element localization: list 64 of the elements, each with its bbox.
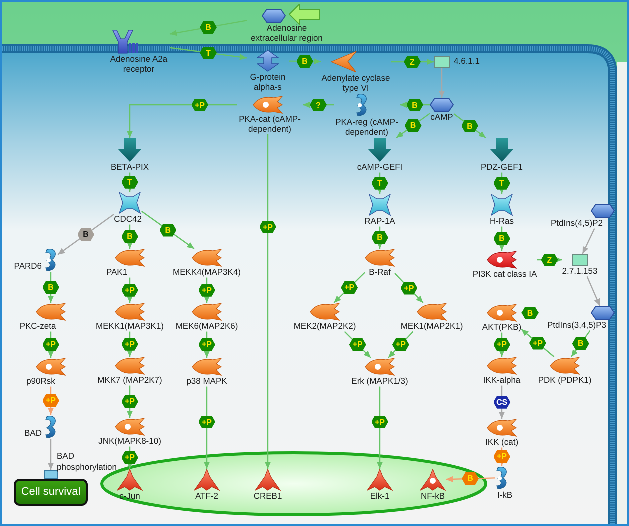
node-label: MEK6(MAP2K6) xyxy=(176,322,238,332)
arrow xyxy=(376,226,384,249)
node-label: p90Rsk xyxy=(26,377,56,387)
node-label: AKT(PKB) xyxy=(482,323,522,333)
arrow xyxy=(586,276,601,306)
arrow xyxy=(438,68,446,98)
arrow xyxy=(394,273,424,304)
node-label: RAP-1A xyxy=(364,217,396,227)
arrow xyxy=(170,20,248,36)
node-label: c-Jun xyxy=(120,492,140,502)
arrow xyxy=(303,102,334,108)
node-caption: BAD phosphorylation xyxy=(57,451,117,474)
arrow xyxy=(58,214,114,256)
node-label: PAK1 xyxy=(106,268,128,278)
node-label: JNK(MAPK8-10) xyxy=(98,437,162,447)
arrow xyxy=(170,47,248,60)
node-label: ATF-2 xyxy=(196,492,218,502)
node-label: p38 MAPK xyxy=(186,377,228,387)
node-label: Adenosine A2a receptor xyxy=(109,55,169,75)
arrow xyxy=(126,104,237,138)
arrow xyxy=(204,386,210,469)
node-label: G-protein alpha-s xyxy=(249,73,287,93)
node-label: Elk-1 xyxy=(370,492,390,502)
arrow xyxy=(48,439,54,470)
node-label: PDK (PDPK1) xyxy=(538,376,592,386)
arrow xyxy=(498,386,506,419)
node-label: PKC-zeta xyxy=(20,322,56,332)
node-label: Adenosine extracellular region xyxy=(250,24,324,44)
node-label: Adenylate cyclase type VI xyxy=(321,74,391,94)
outcome-box: Cell survival xyxy=(14,479,88,506)
arrow xyxy=(521,329,555,358)
node-label: PtdIns(4,5)P2 xyxy=(551,219,603,229)
node-label: BETA-PIX xyxy=(110,163,150,173)
node-label: MEK1(MAP2K1) xyxy=(400,322,464,332)
arrow xyxy=(498,226,506,251)
node-label: PKA-reg (cAMP-dependent) xyxy=(334,118,400,138)
node-label: MEKK4(MAP3K4) xyxy=(172,268,242,278)
node-label: B-Raf xyxy=(369,268,391,278)
node-label: MEK2(MAP2K2) xyxy=(294,322,356,332)
node-label: cAMP-GEFI xyxy=(357,163,403,173)
node-label: CDC42 xyxy=(114,215,142,225)
node-label: PKA-cat (cAMP-dependent) xyxy=(238,115,302,135)
node-label: BAD xyxy=(24,429,42,439)
node-label: H-Ras xyxy=(490,217,514,227)
arrow xyxy=(126,224,134,249)
node-label: MKK7 (MAP2K7) xyxy=(98,376,162,386)
arrow xyxy=(264,134,272,469)
node-label: 4.6.1.1 xyxy=(454,57,480,67)
node-label: 2.7.1.153 xyxy=(562,267,598,277)
node-label: PARD6 xyxy=(14,262,42,272)
node-label: IKK (cat) xyxy=(485,438,519,448)
node-label: Erk (MAPK1/3) xyxy=(352,377,408,387)
arrow xyxy=(376,386,384,469)
node-label: MEKK1(MAP3K1) xyxy=(96,322,164,332)
node-label: CREB1 xyxy=(254,492,282,502)
node-label: cAMP xyxy=(430,113,454,123)
arrow xyxy=(582,228,596,254)
node-label: PDZ-GEF1 xyxy=(480,163,524,173)
node-label: PI3K cat class IA xyxy=(472,270,538,280)
node-label: PtdIns(3,4,5)P3 xyxy=(547,321,607,331)
node-label: NF-kB xyxy=(420,492,446,502)
arrow xyxy=(391,58,434,66)
node-label: I-kB xyxy=(497,491,513,501)
node-label: IKK-alpha xyxy=(483,376,521,386)
